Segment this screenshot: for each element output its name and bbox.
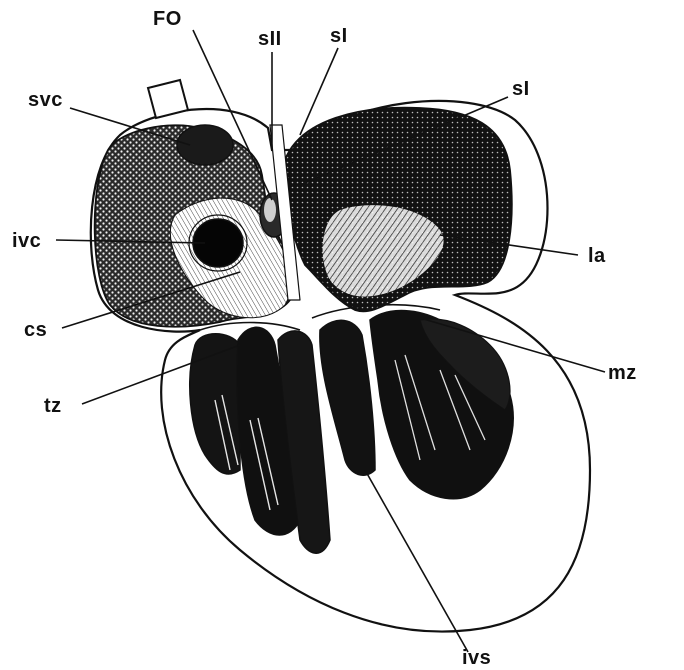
label-svc: svc: [28, 89, 63, 111]
label-cs: cs: [24, 319, 47, 341]
label-si-top: sI: [330, 25, 348, 47]
label-sii: sII: [258, 28, 282, 50]
foramen-ovale-highlight: [264, 198, 276, 222]
svc-opening: [177, 125, 233, 165]
label-la: la: [588, 245, 606, 267]
superior-vena-cava: [148, 80, 188, 118]
label-ivs: ivs: [462, 647, 491, 669]
label-mz: mz: [608, 362, 637, 384]
label-si-right: sI: [512, 78, 530, 100]
label-ivc: ivc: [12, 230, 41, 252]
label-tz: tz: [44, 395, 62, 417]
label-fo: FO: [153, 8, 182, 30]
